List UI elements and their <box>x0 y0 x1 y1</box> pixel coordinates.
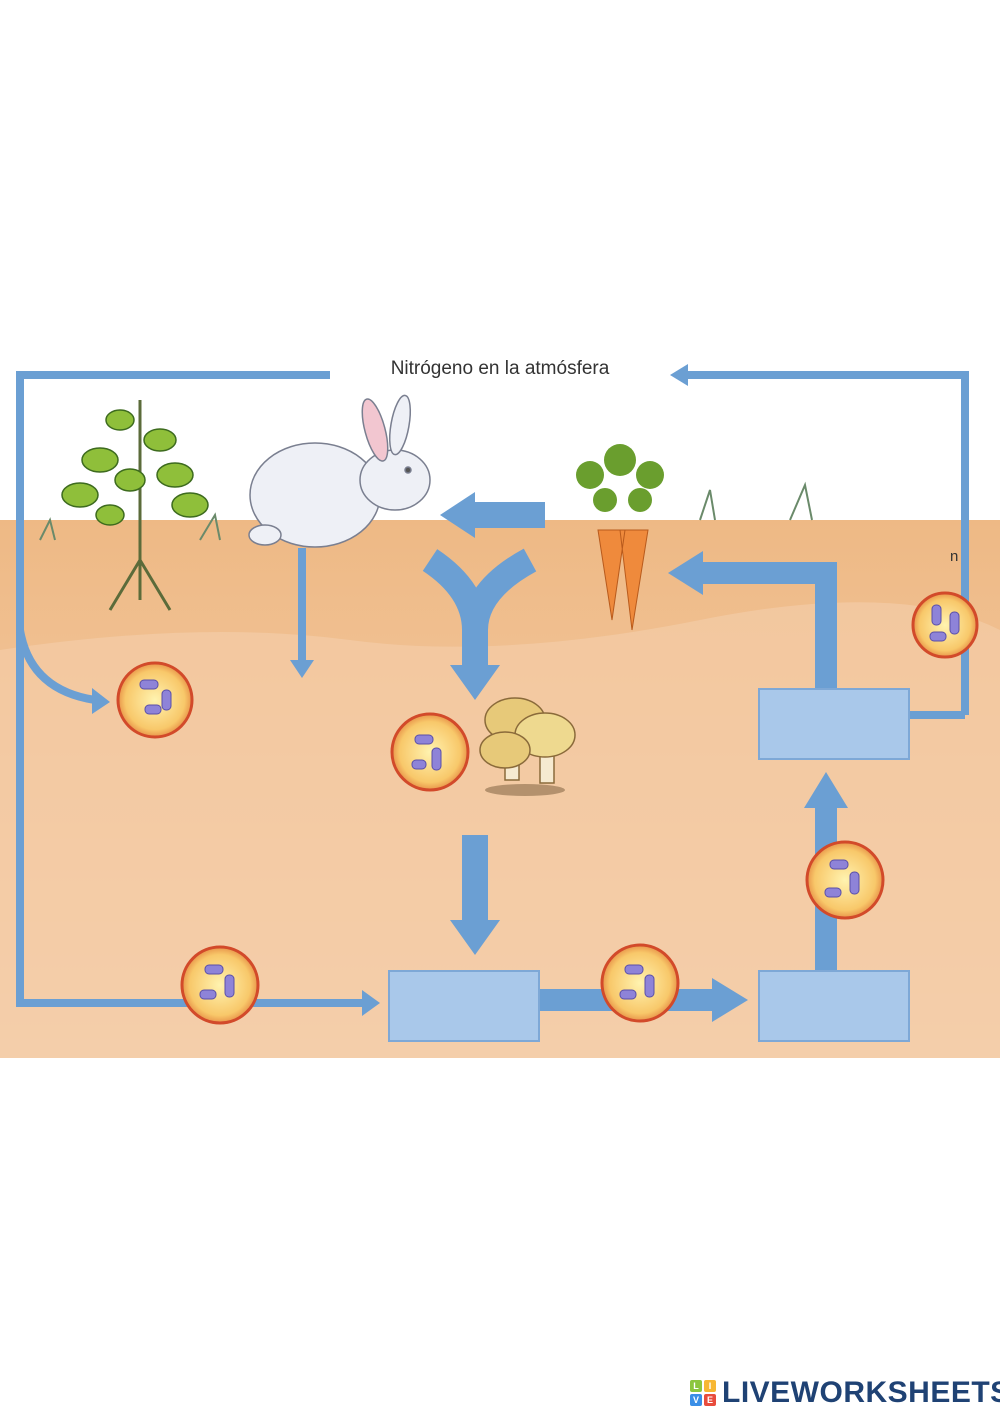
atmosphere-nitrogen-label: Nitrógeno en la atmósfera <box>390 358 610 379</box>
rabbit-illustration <box>248 394 431 548</box>
mushroom-illustration <box>479 697 576 796</box>
logo-letter: V <box>690 1394 702 1406</box>
bacteria-cells <box>139 604 960 1000</box>
logo-icon: L I V E <box>690 1380 716 1406</box>
answer-box-bottom-center[interactable] <box>388 970 540 1042</box>
bacteria-circle <box>180 945 260 1025</box>
logo-letter: E <box>704 1394 716 1406</box>
carrot-illustration <box>576 444 813 631</box>
bacteria-circle <box>805 840 885 920</box>
partial-label: n <box>950 548 959 565</box>
answer-box-upper-right[interactable] <box>758 688 910 760</box>
bacteria-circle <box>600 943 680 1023</box>
logo-letter: I <box>704 1380 716 1392</box>
bacteria-circle <box>911 591 979 659</box>
bacteria-circle <box>116 661 194 739</box>
bacteria-circle <box>390 712 470 792</box>
plant-illustration <box>39 400 221 611</box>
answer-box-bottom-right[interactable] <box>758 970 910 1042</box>
soil-layer <box>0 602 1000 1058</box>
bacteria <box>116 591 979 1025</box>
liveworksheets-logo: L I V E LIVEWORKSHEETS <box>690 1376 1000 1410</box>
logo-letter: L <box>690 1380 702 1392</box>
logo-text: LIVEWORKSHEETS <box>722 1376 1000 1409</box>
